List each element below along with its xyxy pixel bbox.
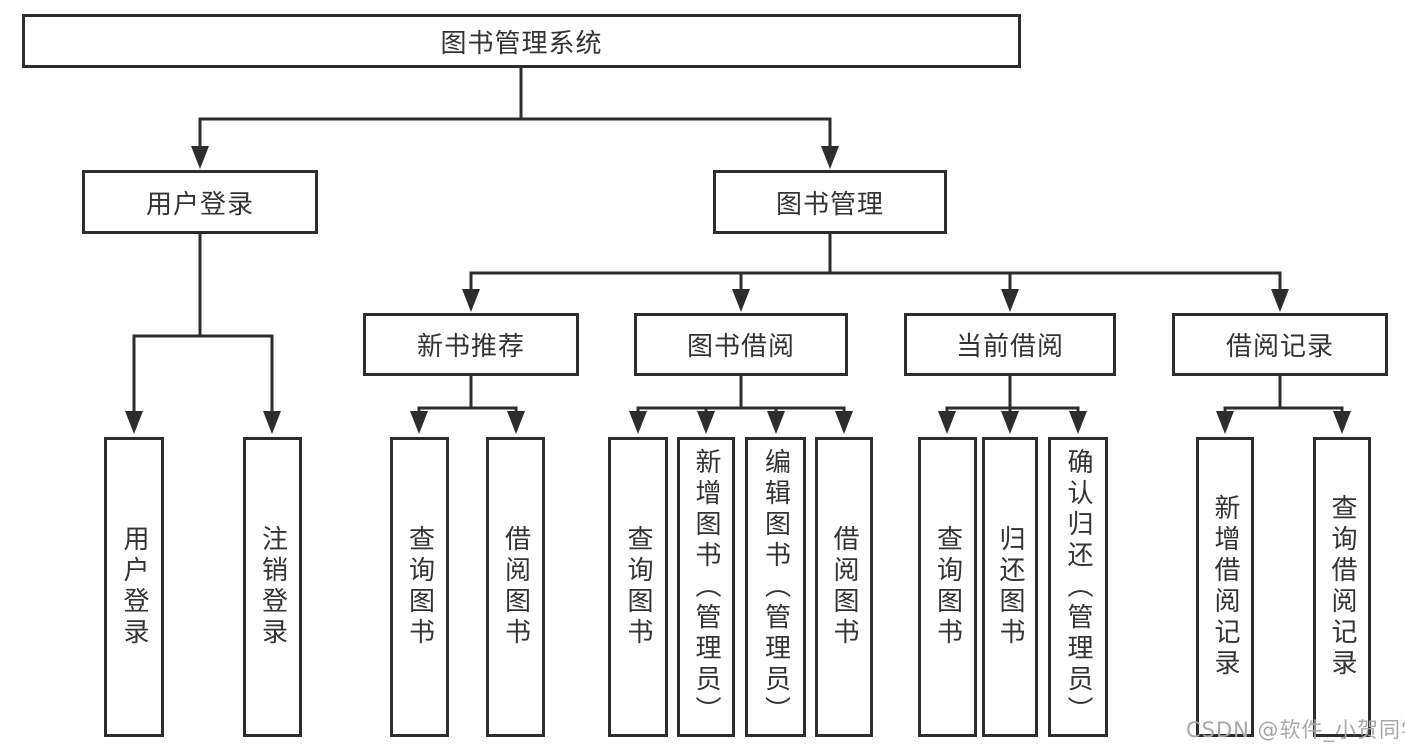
arrowhead xyxy=(767,411,785,434)
node-label: 图书借阅 xyxy=(686,332,795,362)
node-new-book-recommend: 新书推荐 xyxy=(363,313,579,376)
arrowhead xyxy=(462,289,480,312)
arrowhead xyxy=(629,411,647,434)
node-label: 新书推荐 xyxy=(416,332,525,362)
node-label: 查询图书 xyxy=(404,525,435,649)
node-borrow-records: 借阅记录 xyxy=(1172,313,1388,376)
node-leaf-query-borrow-record: 查询借阅记录 xyxy=(1313,437,1371,737)
node-leaf-return-books: 归还图书 xyxy=(982,437,1038,737)
arrowhead xyxy=(1271,289,1289,312)
node-leaf-edit-book-admin: 编辑图书（管理员） xyxy=(745,437,806,737)
node-leaf-query-books-3: 查询图书 xyxy=(918,437,977,737)
node-label: 归还图书 xyxy=(995,525,1025,649)
node-label: 查询借阅记录 xyxy=(1327,494,1357,680)
node-label: 新增图书（管理员） xyxy=(691,447,721,727)
node-label: 注销登录 xyxy=(257,525,288,649)
arrowhead xyxy=(938,411,956,434)
arrowhead xyxy=(1333,411,1351,434)
node-root-library-system: 图书管理系统 xyxy=(22,14,1021,68)
node-current-borrow: 当前借阅 xyxy=(904,313,1116,376)
node-label: 借阅记录 xyxy=(1225,332,1334,362)
arrowhead xyxy=(732,289,750,312)
node-label: 新增借阅记录 xyxy=(1210,494,1240,680)
arrowhead xyxy=(1216,411,1234,434)
node-leaf-logout: 注销登录 xyxy=(243,437,302,737)
arrowhead xyxy=(821,146,839,169)
arrowhead xyxy=(835,411,853,434)
node-leaf-borrow-books-1: 借阅图书 xyxy=(486,437,545,737)
node-label: 查询图书 xyxy=(932,525,963,649)
node-label: 用户登录 xyxy=(145,189,254,220)
node-leaf-add-book-admin: 新增图书（管理员） xyxy=(677,437,735,737)
node-leaf-query-books-2: 查询图书 xyxy=(608,437,668,737)
csdn-watermark: CSDN @软件_小贺同学 xyxy=(1186,718,1405,742)
arrowhead xyxy=(263,411,281,434)
node-leaf-borrow-books-2: 借阅图书 xyxy=(815,437,873,737)
node-book-management: 图书管理 xyxy=(713,170,947,234)
node-label: 图书管理 xyxy=(775,189,884,220)
node-user-login: 用户登录 xyxy=(82,170,318,234)
node-leaf-confirm-return-admin: 确认归还（管理员） xyxy=(1048,437,1108,737)
node-label: 当前借阅 xyxy=(955,332,1064,362)
node-book-borrow: 图书借阅 xyxy=(634,313,848,376)
node-label: 查询图书 xyxy=(623,525,653,649)
arrowhead xyxy=(697,411,715,434)
arrowhead xyxy=(507,411,525,434)
arrowhead xyxy=(1069,411,1087,434)
node-label: 用户登录 xyxy=(119,525,149,649)
arrowhead xyxy=(1001,289,1019,312)
node-leaf-user-login: 用户登录 xyxy=(104,437,164,737)
node-label: 确认归还（管理员） xyxy=(1063,447,1093,727)
arrowhead xyxy=(410,411,428,434)
node-leaf-query-books-1: 查询图书 xyxy=(390,437,449,737)
node-leaf-add-borrow-record: 新增借阅记录 xyxy=(1196,437,1254,737)
arrowhead xyxy=(191,146,209,169)
arrowhead xyxy=(125,411,143,434)
node-label: 图书管理系统 xyxy=(440,28,603,59)
arrowhead xyxy=(1001,411,1019,434)
node-label: 借阅图书 xyxy=(829,525,859,649)
node-label: 编辑图书（管理员） xyxy=(760,447,791,727)
node-label: 借阅图书 xyxy=(500,525,531,649)
